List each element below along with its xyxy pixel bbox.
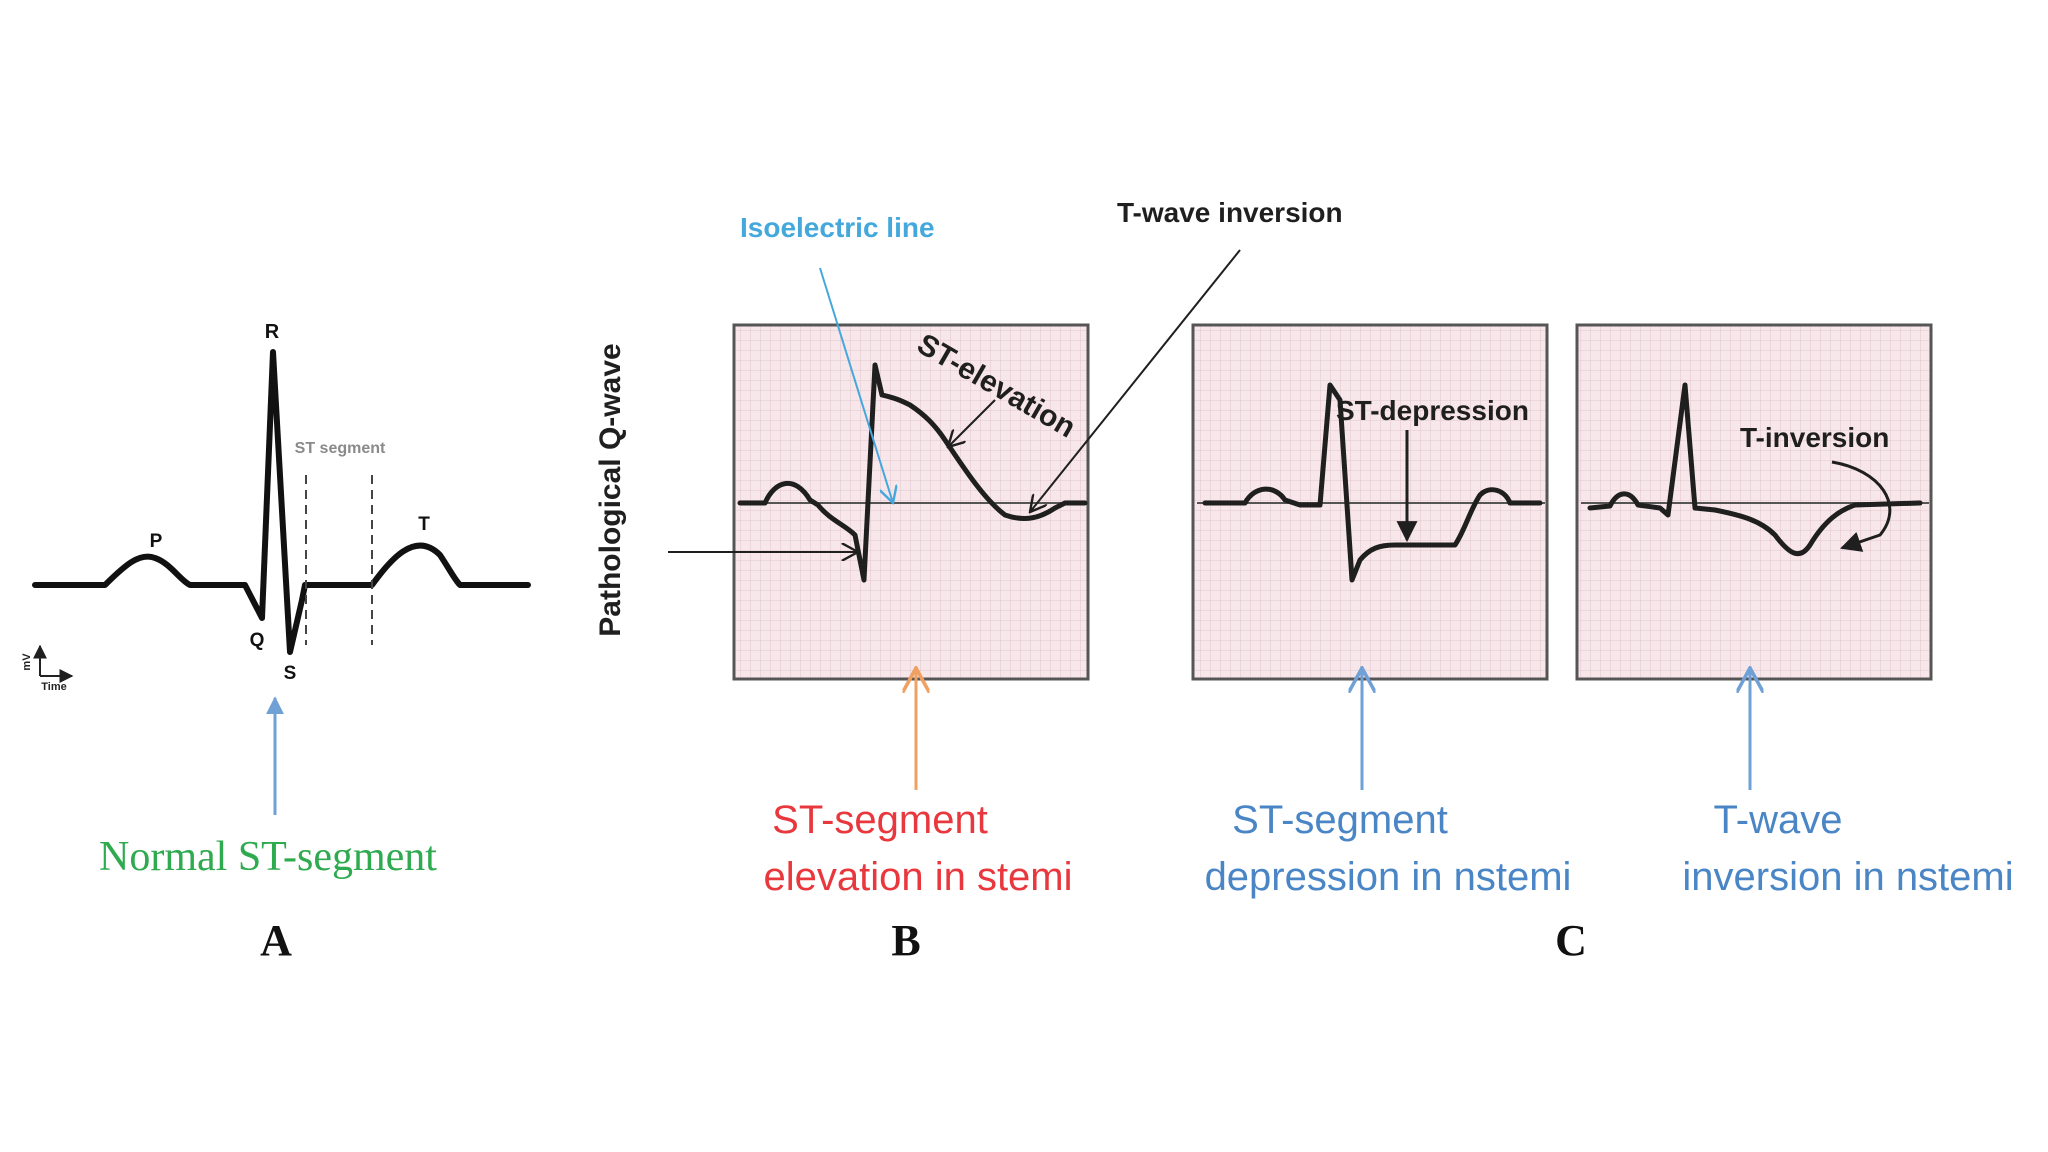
st-segment-label: ST segment: [295, 440, 386, 457]
st-elevation-arrow: [948, 399, 996, 447]
normal-st-caption: Normal ST-segment: [99, 834, 437, 880]
axis-indicator: mV Time: [21, 644, 74, 693]
panel-letter-c: C: [1555, 916, 1587, 965]
panel-letter-a: A: [260, 916, 292, 965]
stemi-ecg-trace: [737, 362, 1088, 583]
panel-a: R P T Q S ST segment mV Time Normal ST-s…: [21, 321, 531, 965]
wave-label-q: Q: [250, 630, 265, 651]
wave-label-t: T: [418, 514, 430, 535]
stemi-caption-line1: ST-segment: [772, 798, 988, 842]
t-wave-inversion-label: T-wave inversion: [1117, 197, 1343, 228]
wave-label-r: R: [265, 321, 280, 343]
pathological-q-wave-label: Pathological Q-wave: [594, 343, 627, 636]
panel-b: Isoelectric line T-wave inversion ST-ele…: [594, 197, 1343, 965]
st-depression-ecg-trace: [1202, 382, 1543, 583]
normal-ecg-trace: [32, 349, 531, 655]
t-inversion-ecg-trace: [1587, 382, 1923, 557]
stemi-caption-line2: elevation in stemi: [763, 855, 1072, 899]
wave-label-s: S: [284, 663, 297, 684]
t-inversion-label: T-inversion: [1740, 422, 1889, 453]
st-depression-label: ST-depression: [1336, 395, 1529, 426]
panel-c: ST-depression T-inversion ST-segment dep…: [1191, 323, 2014, 965]
panel-letter-b: B: [891, 916, 920, 965]
isoelectric-line-label: Isoelectric line: [740, 212, 935, 243]
t-wave-caption-line2: inversion in nstemi: [1682, 855, 2013, 899]
st-depression-caption-line2: depression in nstemi: [1205, 855, 1572, 899]
t-wave-inversion-arrow: [1030, 249, 1241, 512]
isoelectric-arrow: [819, 267, 893, 503]
st-depression-caption-line1: ST-segment: [1232, 798, 1448, 842]
t-wave-caption-line1: T-wave: [1714, 798, 1843, 842]
axis-y-label: mV: [21, 653, 33, 671]
axis-x-label: Time: [41, 681, 66, 693]
wave-label-p: P: [150, 531, 163, 552]
t-inversion-arrow: [1831, 460, 1892, 552]
